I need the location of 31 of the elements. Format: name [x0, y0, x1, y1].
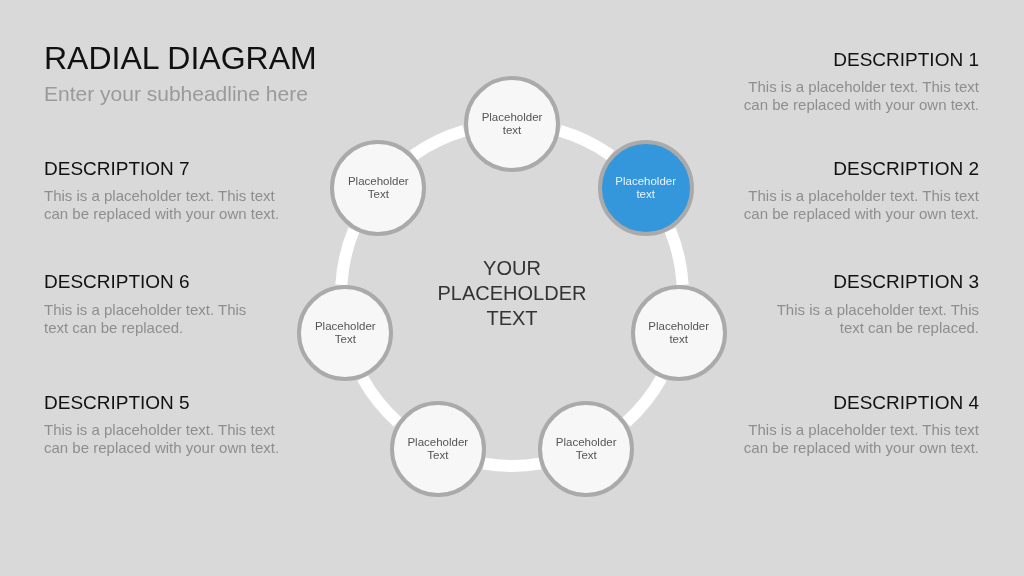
- center-text: YOUR PLACEHOLDER TEXT: [436, 256, 588, 331]
- description-text: This is a placeholder text. This text can be replaced with your own text.: [44, 421, 281, 457]
- ring-arc: [410, 125, 467, 161]
- description-heading: DESCRIPTION 2: [833, 158, 979, 180]
- description-heading: DESCRIPTION 6: [44, 271, 190, 293]
- description-heading: DESCRIPTION 5: [44, 392, 190, 414]
- description-heading: DESCRIPTION 7: [44, 158, 190, 180]
- node-text: Placeholder Text: [406, 436, 470, 463]
- ring-arc: [357, 375, 402, 427]
- description-heading: DESCRIPTION 4: [833, 392, 979, 414]
- ring-arc: [664, 228, 689, 286]
- description-heading: DESCRIPTION 1: [833, 49, 979, 71]
- node-text: Placeholder Text: [313, 320, 377, 347]
- description-heading: DESCRIPTION 3: [833, 271, 979, 293]
- node-text: Placeholder Text: [554, 436, 618, 463]
- ring-arc: [557, 125, 614, 161]
- description-text: This is a placeholder text. This text can be replaced with your own text.: [44, 187, 281, 223]
- title: RADIAL DIAGRAM: [44, 40, 317, 77]
- subtitle: Enter your subheadline here: [44, 82, 308, 106]
- ring-arc: [483, 457, 541, 472]
- description-text: This is a placeholder text. This text can be replaced with your own text.: [742, 187, 979, 223]
- node-text: Placeholder text: [647, 320, 711, 347]
- description-text: This is a placeholder text. This text can be replaced.: [775, 301, 979, 337]
- description-text: This is a placeholder text. This text can be replaced with your own text.: [742, 421, 979, 457]
- ring-arc: [622, 375, 667, 427]
- node-text: Placeholder Text: [346, 175, 410, 202]
- description-text: This is a placeholder text. This text can be replaced with your own text.: [742, 78, 979, 114]
- node-text: Placeholder text: [480, 111, 544, 137]
- node-text: Placeholder text: [614, 175, 678, 202]
- description-text: This is a placeholder text. This text can be replaced.: [44, 301, 248, 337]
- ring-arc: [335, 228, 360, 286]
